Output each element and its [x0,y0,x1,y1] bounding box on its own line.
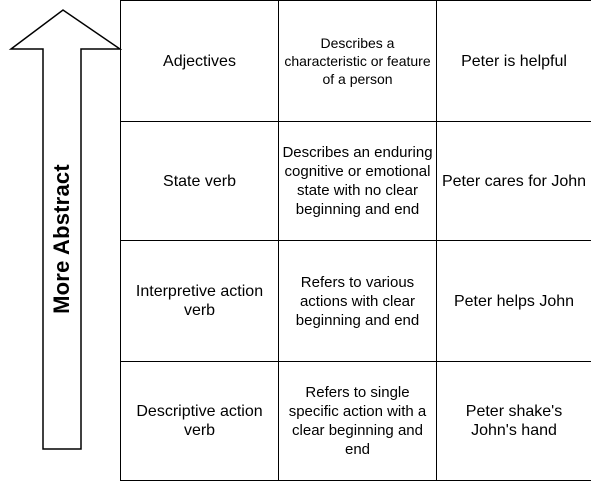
table-row-descriptive-action-verb: Descriptive action verb Refers to single… [120,361,591,481]
table-row-state-verb: State verb Describes an enduring cogniti… [120,121,591,241]
row-example: Peter shake's John's hand [436,361,591,481]
row-example: Peter is helpful [436,0,591,122]
row-description: Refers to single specific action with a … [278,361,437,481]
table-row-adjectives: Adjectives Describes a characteristic or… [120,0,591,122]
row-description: Describes an enduring cognitive or emoti… [278,121,437,241]
up-arrow-icon [8,9,122,450]
row-description: Describes a characteristic or feature of… [278,0,437,122]
row-term: Adjectives [120,0,279,122]
row-example: Peter helps John [436,240,591,362]
abstraction-arrow: More Abstract [0,0,122,481]
row-term: Interpretive action verb [120,240,279,362]
table-row-interpretive-action-verb: Interpretive action verb Refers to vario… [120,240,591,362]
row-example: Peter cares for John [436,121,591,241]
verb-abstraction-table: Adjectives Describes a characteristic or… [120,0,591,481]
row-term: Descriptive action verb [120,361,279,481]
arrow-label: More Abstract [49,164,74,314]
row-description: Refers to various actions with clear beg… [278,240,437,362]
row-term: State verb [120,121,279,241]
